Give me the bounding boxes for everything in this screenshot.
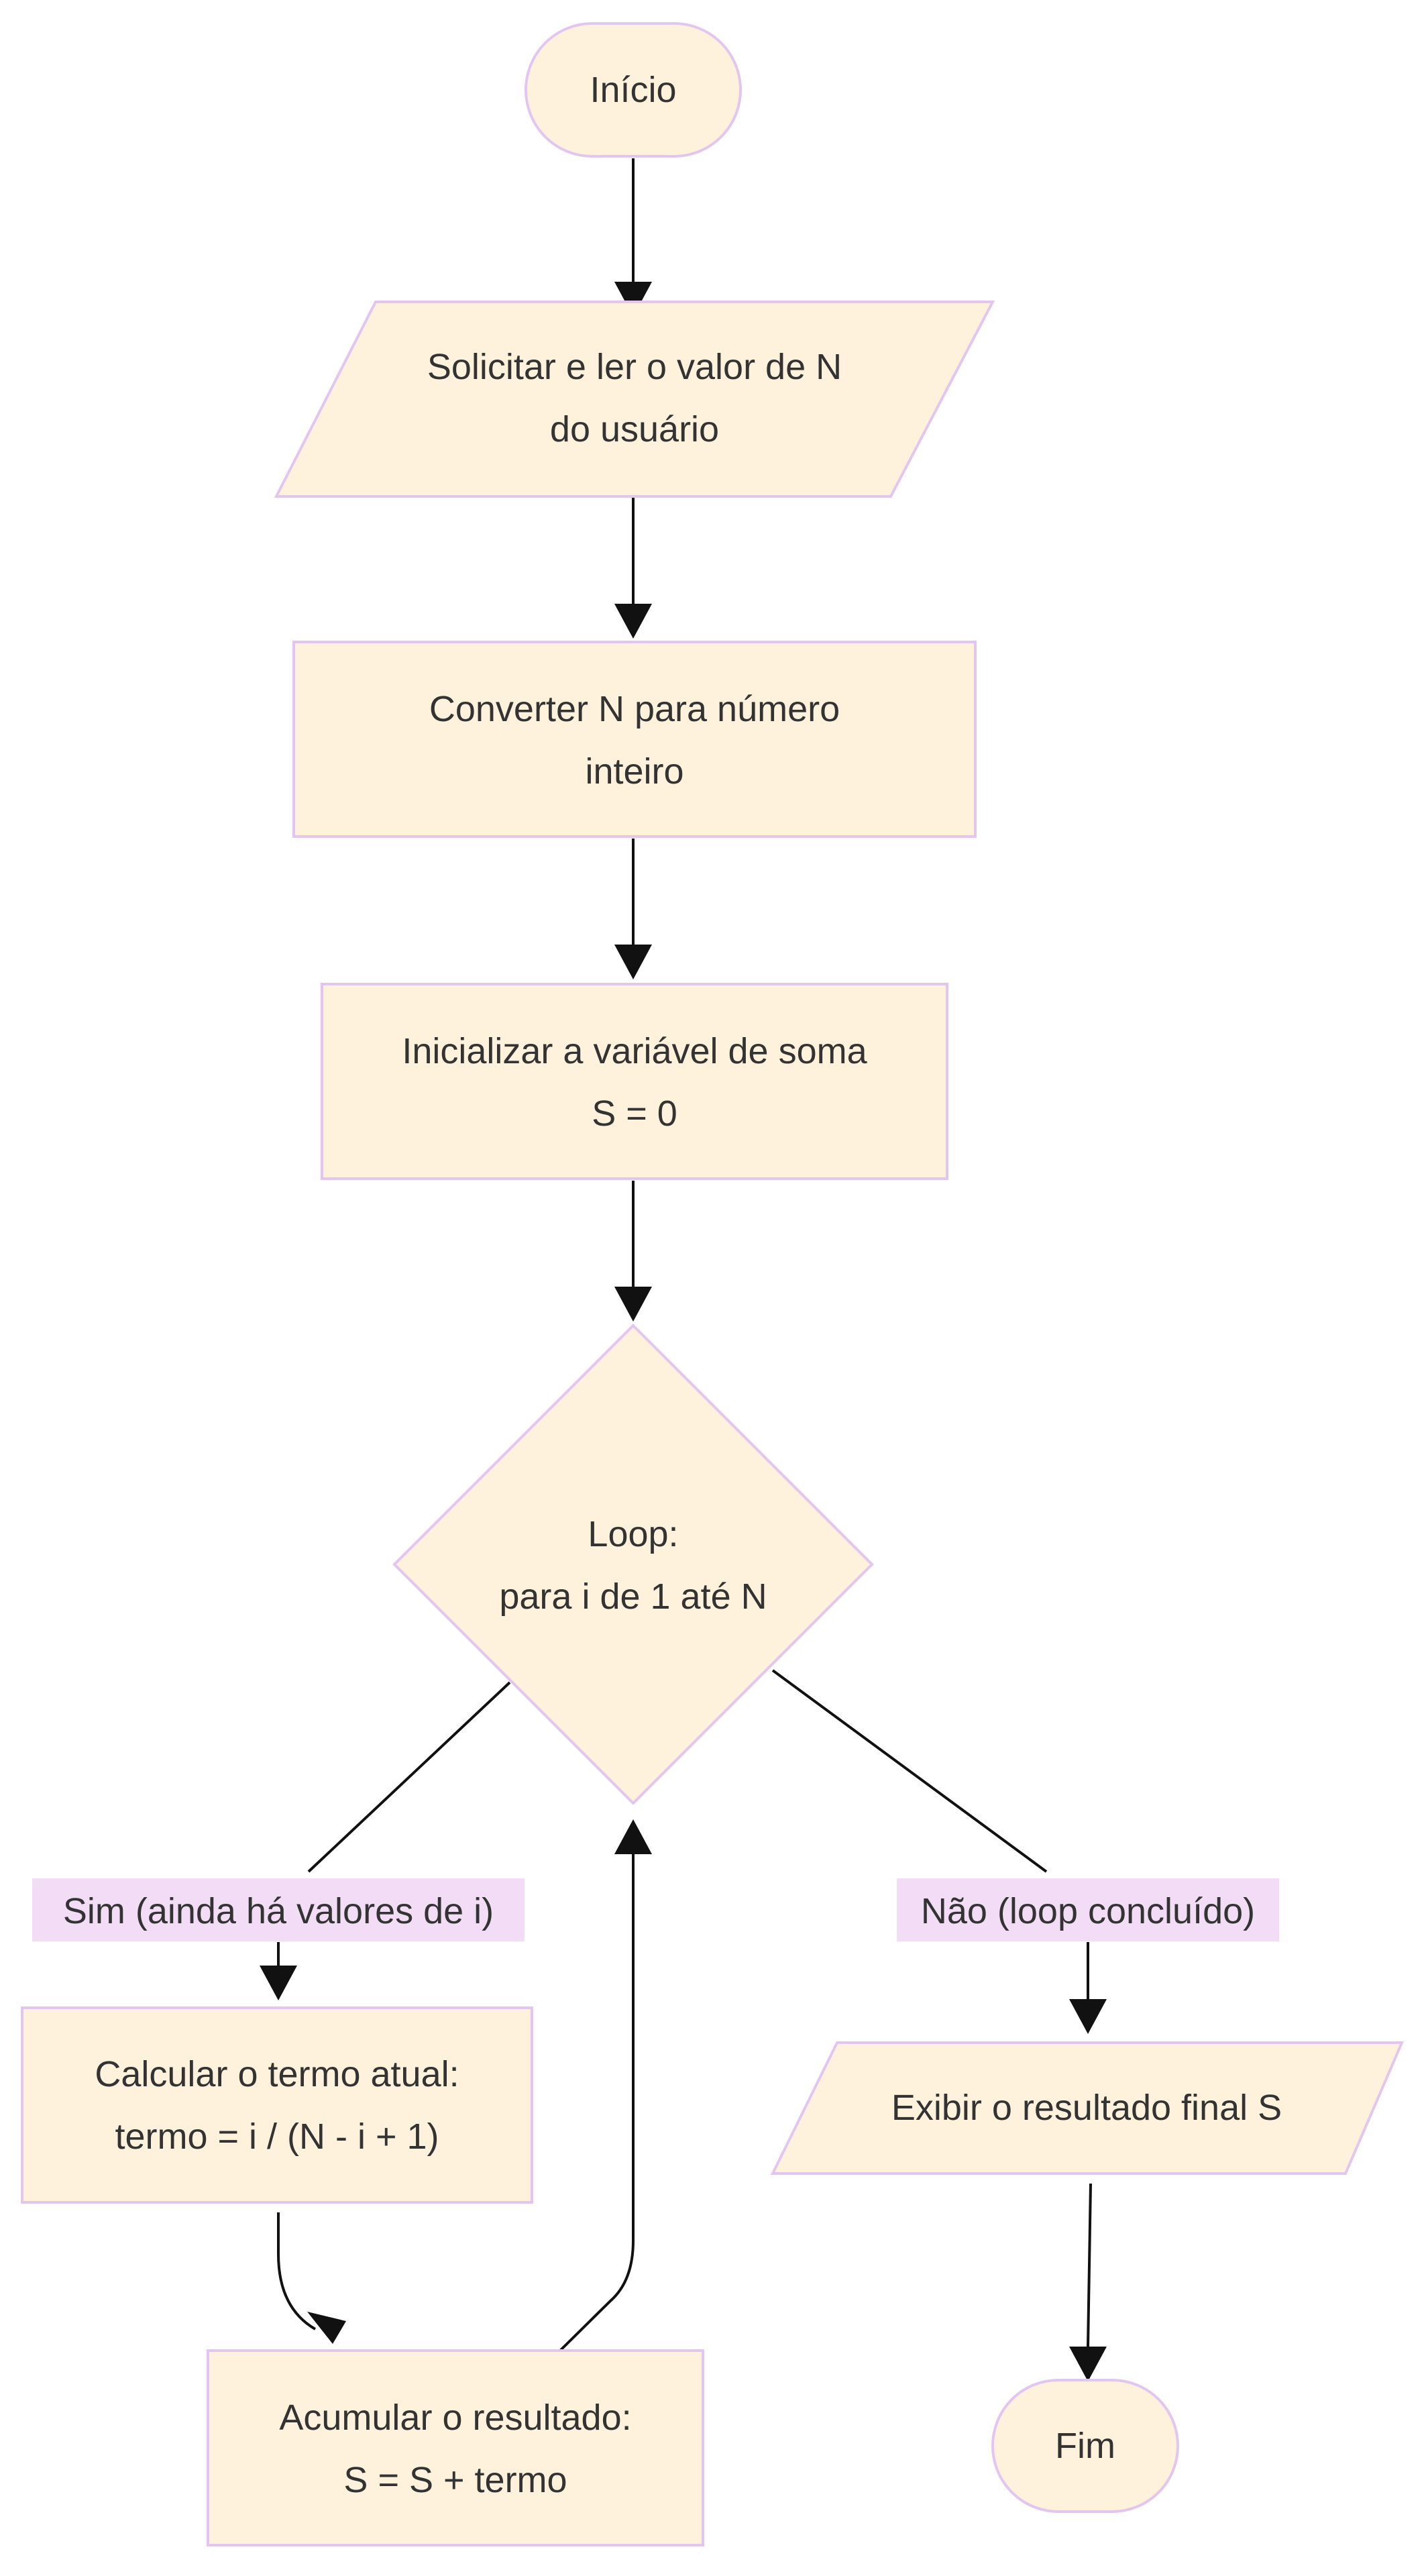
arrowhead	[614, 1819, 652, 1854]
node-calc-term[interactable]: Calcular o termo atual: termo = i / (N -…	[21, 2006, 533, 2204]
node-accumulate-line-2: S = S + termo	[343, 2460, 567, 2500]
node-convert-n-line-2: inteiro	[585, 751, 683, 792]
edge-output-to-end	[1087, 2183, 1092, 2347]
arrowhead	[614, 604, 652, 639]
edge-label-yes: Sim (ainda há valores de i)	[32, 1878, 525, 1941]
edge-label-yes-text: Sim (ainda há valores de i)	[63, 1891, 494, 1931]
node-end[interactable]: Fim	[991, 2379, 1179, 2513]
edge-loop-to-yes	[277, 1681, 511, 1966]
node-init-sum[interactable]: Inicializar a variável de soma S = 0	[321, 983, 948, 1180]
arrowhead	[614, 1287, 652, 1322]
edge-loop-to-no	[771, 1669, 1089, 1999]
node-convert-n-line-1: Converter N para número	[429, 689, 840, 729]
node-calc-term-line-1: Calcular o termo atual:	[95, 2054, 459, 2094]
edge-calc-to-accumulate	[277, 2212, 317, 2330]
node-accumulate[interactable]: Acumular o resultado: S = S + termo	[207, 2349, 704, 2546]
arrowhead	[614, 282, 652, 317]
node-output[interactable]: Exibir o resultado final S	[770, 2041, 1405, 2175]
node-input-n-line-1: Solicitar e ler o valor de N	[427, 347, 842, 387]
arrowhead	[307, 2312, 346, 2344]
arrowhead	[1069, 2347, 1107, 2381]
node-start[interactable]: Início	[525, 22, 742, 158]
node-loop-line-2: para i de 1 até N	[499, 1576, 767, 1617]
node-init-sum-line-1: Inicializar a variável de soma	[402, 1031, 867, 1071]
node-start-label: Início	[590, 70, 676, 110]
node-loop-line-1: Loop:	[588, 1514, 678, 1554]
edge-accumulate-to-loop	[558, 1854, 635, 2353]
arrowhead	[614, 945, 652, 979]
node-accumulate-line-1: Acumular o resultado:	[279, 2398, 631, 2438]
edge-label-no-text: Não (loop concluído)	[921, 1891, 1255, 1931]
node-input-n[interactable]: Solicitar e ler o valor de N do usuário	[274, 301, 995, 498]
node-init-sum-line-2: S = 0	[592, 1093, 677, 1134]
node-input-n-line-2: do usuário	[550, 409, 719, 449]
node-convert-n[interactable]: Converter N para número inteiro	[292, 641, 977, 838]
node-loop-decision[interactable]: Loop: para i de 1 até N	[392, 1324, 874, 1805]
node-calc-term-line-2: termo = i / (N - i + 1)	[115, 2116, 439, 2157]
edge-label-no: Não (loop concluído)	[897, 1878, 1279, 1941]
node-output-label: Exibir o resultado final S	[891, 2088, 1282, 2128]
edges	[260, 158, 1107, 2381]
arrowhead	[1069, 1999, 1107, 2034]
arrowhead	[260, 1966, 297, 2000]
node-end-label: Fim	[1055, 2426, 1115, 2466]
